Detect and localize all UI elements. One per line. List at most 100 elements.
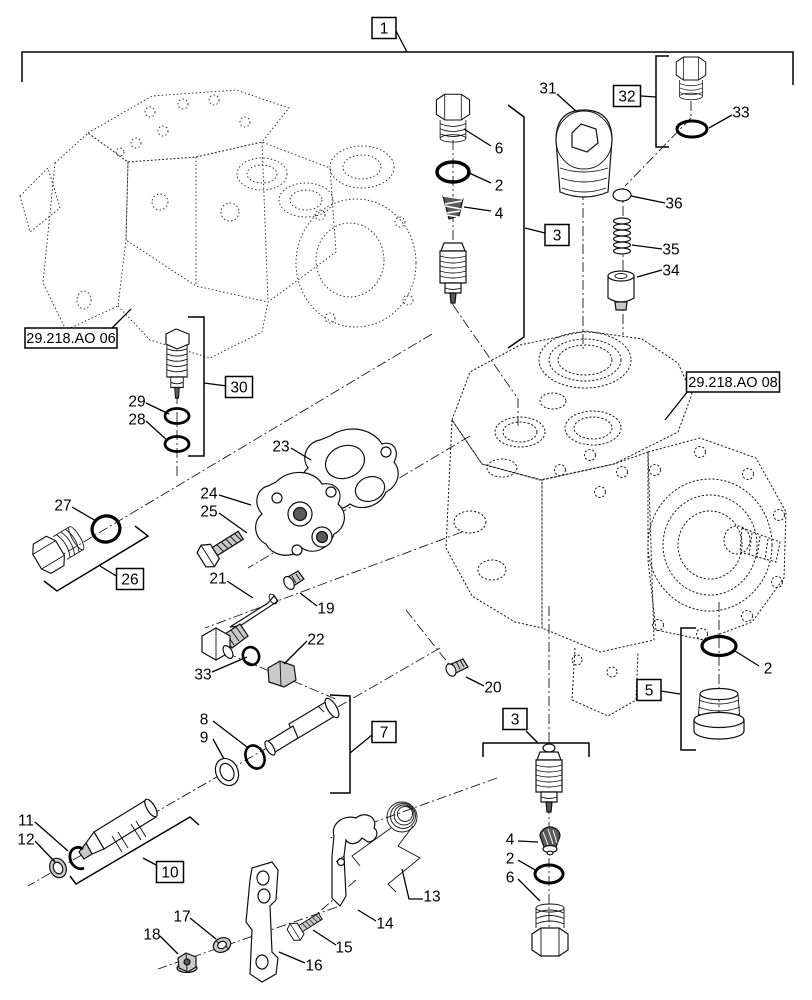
callout-19: 19 (317, 601, 334, 618)
callout-29.218.AO 08: 29.218.AO 08 (688, 375, 778, 391)
leader-1 (395, 30, 408, 53)
part-18-nut (176, 952, 198, 974)
part-4-spring-top (442, 195, 464, 220)
part-17-lock-washer (212, 937, 232, 953)
callout-box-5 (636, 678, 662, 702)
bracket-30 (188, 316, 205, 457)
part-22-cap (267, 660, 297, 688)
leader-23 (290, 447, 312, 461)
callout-4: 4 (495, 206, 504, 223)
leader-6 (517, 878, 541, 902)
callout-2: 2 (495, 178, 504, 195)
pump-29218ao06-ghost-body (19, 89, 417, 359)
part-32-hex-plug (675, 56, 707, 101)
leader-30 (203, 382, 228, 387)
leader-4 (517, 840, 539, 843)
part-28-oring (163, 435, 191, 453)
callout-box-32 (612, 84, 642, 108)
part-7-sleeve (264, 697, 340, 756)
callout-1: 1 (380, 21, 389, 38)
callout-box-26 (115, 567, 145, 591)
bracket-26 (43, 525, 150, 592)
callout-5: 5 (645, 683, 654, 700)
part-34-sleeve (607, 270, 635, 311)
bracket-7 (329, 694, 351, 794)
leader-29 (145, 402, 170, 415)
leader-4 (463, 206, 492, 212)
part-14-cam-bracket (331, 814, 378, 907)
outer-bracket-1 (21, 51, 794, 85)
part-9-ring (214, 757, 240, 787)
callout-35: 35 (662, 242, 679, 259)
part-6-hex-plug-top (435, 93, 471, 143)
leader-22 (283, 640, 308, 665)
bracket-3-bottom (482, 742, 590, 757)
part-4-poppet-bottom (539, 826, 561, 856)
leader-15 (312, 929, 337, 946)
callout-27: 27 (54, 498, 71, 515)
part-10-spool (78, 798, 158, 860)
part-30-valve (165, 328, 190, 399)
pump-29218ao08-body (445, 330, 787, 717)
leader-36 (630, 195, 666, 204)
leader-19 (299, 592, 318, 607)
callout-36: 36 (665, 196, 682, 213)
leader-11 (34, 821, 69, 852)
part-3-valve-cartridge-top (439, 242, 467, 304)
callout-6: 6 (506, 870, 515, 887)
callout-15: 15 (335, 940, 352, 957)
bracket-10 (69, 816, 200, 885)
callout-box-29.218.AO 06 (24, 327, 118, 349)
part-36-disc (612, 188, 632, 202)
leader-27 (71, 506, 97, 522)
callout-34: 34 (662, 263, 680, 280)
leader-7 (349, 734, 373, 754)
callout-23: 23 (272, 439, 289, 456)
callout-31: 31 (539, 81, 556, 98)
part-8-oring (244, 744, 266, 770)
leader-2 (517, 859, 538, 872)
leader-3 (524, 227, 546, 234)
leader-29.218.AO 08 (664, 390, 689, 421)
part-2-oring-bottom (533, 863, 565, 885)
callout-17: 17 (173, 909, 190, 926)
callout-box-10 (155, 860, 185, 884)
leader-2 (466, 171, 492, 184)
leader-6 (463, 128, 492, 147)
callout-14: 14 (376, 916, 394, 933)
callout-11: 11 (18, 813, 34, 830)
leader-34 (636, 269, 663, 278)
callout-28: 28 (128, 412, 145, 429)
callout-2: 2 (764, 661, 773, 678)
leader-35 (631, 244, 663, 250)
callout-25: 25 (200, 504, 217, 521)
bracket-32 (655, 55, 669, 148)
part-2-oring-right (700, 634, 738, 658)
callout-30: 30 (230, 380, 248, 397)
leader-32 (640, 95, 657, 98)
part-6-hex-plug-bottom (531, 903, 569, 957)
callout-leaders (34, 30, 760, 964)
part-26-hex-plug (27, 521, 89, 577)
callout-16: 16 (305, 958, 322, 975)
part-25-bolt (194, 523, 249, 572)
leader-20 (465, 676, 485, 687)
part-12-washer (49, 857, 67, 879)
leader-8 (212, 720, 248, 748)
callout-13: 13 (423, 889, 440, 906)
leader-18 (159, 935, 179, 955)
leader-24 (218, 494, 252, 506)
callout-7: 7 (380, 725, 389, 742)
part-3-valve-cartridge-bottom (535, 743, 563, 813)
leader-5 (660, 690, 681, 695)
callout-29.218.AO 06: 29.218.AO 06 (26, 331, 116, 347)
part-27-oring (90, 514, 122, 544)
bracket-5 (680, 627, 696, 751)
leader-9 (212, 738, 225, 760)
part-16-plate (245, 861, 279, 983)
leader-3 (525, 730, 539, 744)
part-33-oring-top (675, 119, 709, 139)
part-21-tube-elbow (201, 593, 279, 661)
